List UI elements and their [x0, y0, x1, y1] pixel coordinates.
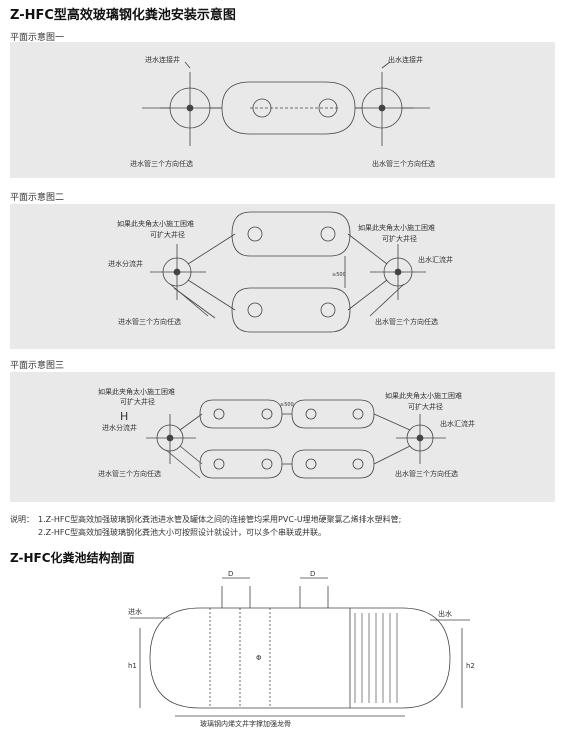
plan3-angle-note-right: 如果此夹角太小施工困难 — [385, 391, 462, 400]
plan3-expand-right: 可扩大井径 — [408, 402, 443, 411]
plan3-panel: 如果此夹角太小施工困难 可扩大井径 H 进水分流井 如果此夹角太小施工困难 可扩… — [10, 372, 555, 502]
plan2-inlet-pipe-note: 进水管三个方向任选 — [118, 317, 181, 326]
plan3-drawing: 如果此夹角太小施工困难 可扩大井径 H 进水分流井 如果此夹角太小施工困难 可扩… — [98, 387, 475, 479]
plan3-outlet-well-label: 出水汇流井 — [440, 419, 475, 428]
plan2-outlet-well-label: 出水汇流井 — [418, 255, 453, 264]
page-title: Z-HFC型高效玻璃钢化粪池安装示意图 — [10, 8, 236, 23]
plan2-expand-right: 可扩大井径 — [382, 234, 417, 243]
section-h2-label: h2 — [466, 662, 475, 670]
notes-line-1: 1.Z-HFC型高效加强玻璃钢化粪池进水管及罐体之间的连接管均采用PVC-U埋地… — [38, 515, 402, 524]
plan1-outlet-well-label: 出水连接井 — [388, 55, 423, 64]
plan2-drawing: 如果此夹角太小施工困难 可扩大井径 如果此夹角太小施工困难 可扩大井径 进水分流… — [108, 211, 453, 333]
plan2-expand-left: 可扩大井径 — [150, 230, 185, 239]
section-phi-label: Φ — [256, 654, 262, 662]
plan3-outlet-pipe-note: 出水管三个方向任选 — [395, 469, 458, 478]
plan2-outlet-pipe-note: 出水管三个方向任选 — [375, 317, 438, 326]
plan3-expand-left: 可扩大井径 — [120, 397, 155, 406]
plan2-angle-note-right: 如果此夹角太小施工困难 — [358, 223, 435, 232]
section-d-left: D — [228, 570, 233, 578]
plan3-inlet-well-label: 进水分流井 — [102, 423, 137, 432]
plan1-inlet-pipe-note: 进水管三个方向任选 — [130, 159, 193, 168]
plan1-drawing: 进水连接井 出水连接井 进水管三个方向任选 出水管三个方向任选 — [130, 55, 435, 168]
notes-line-2: 2.Z-HFC型高效加强玻璃钢化粪池大小可按照设计就设计，可以多个串联或并联。 — [38, 528, 327, 537]
plan1-panel: 进水连接井 出水连接井 进水管三个方向任选 出水管三个方向任选 — [10, 42, 555, 178]
section-drawing: D D 进水 出水 h1 h2 Φ 玻璃钢内烯文井字撑加强龙骨 — [10, 568, 555, 743]
plan2-panel: 如果此夹角太小施工困难 可扩大井径 如果此夹角太小施工困难 可扩大井径 进水分流… — [10, 204, 555, 349]
plan3-inlet-pipe-note: 进水管三个方向任选 — [98, 469, 161, 478]
plan2-inlet-well-label: 进水分流井 — [108, 259, 143, 268]
plan2-heading: 平面示意图二 — [10, 193, 65, 203]
plan3-heading: 平面示意图三 — [10, 361, 65, 371]
plan3-dim: ≥500 — [280, 402, 294, 408]
plan1-heading: 平面示意图一 — [10, 33, 65, 43]
section-bottom-note: 玻璃钢内烯文井字撑加强龙骨 — [200, 719, 291, 728]
plan3-h-label: H — [120, 410, 128, 423]
plan2-dim: ≥500 — [332, 272, 346, 278]
plan2-angle-note-left: 如果此夹角太小施工困难 — [117, 219, 194, 228]
section-inlet-label: 进水 — [128, 607, 142, 616]
plan1-outlet-pipe-note: 出水管三个方向任选 — [372, 159, 435, 168]
section-d-right: D — [310, 570, 315, 578]
plan3-angle-note-left: 如果此夹角太小施工困难 — [98, 387, 175, 396]
section-h1-label: h1 — [128, 662, 137, 670]
plan1-inlet-well-label: 进水连接井 — [145, 55, 180, 64]
section-outlet-label: 出水 — [438, 609, 452, 618]
notes-label: 说明： — [10, 515, 34, 524]
section-title: Z-HFC化粪池结构剖面 — [10, 551, 135, 565]
